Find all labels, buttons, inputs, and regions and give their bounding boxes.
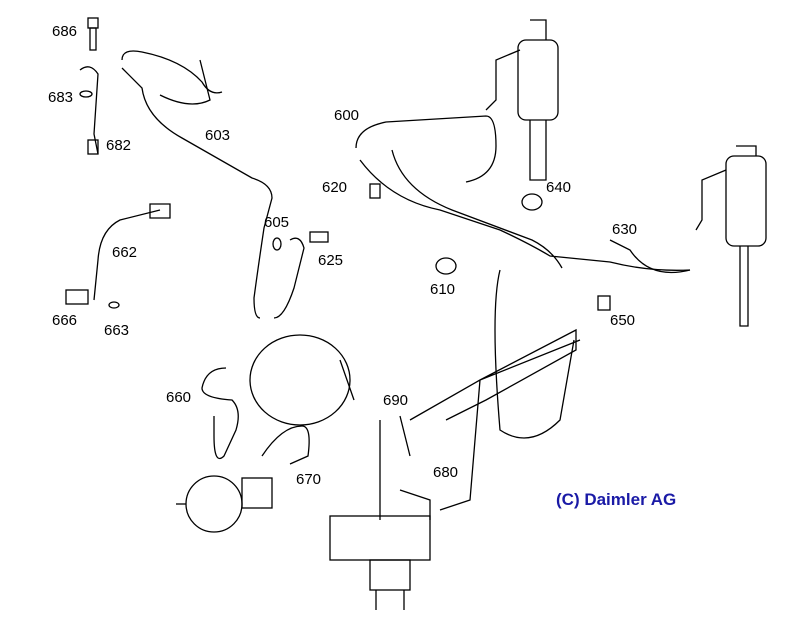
- label-662: 662: [112, 244, 138, 261]
- part-670-line: [261, 425, 310, 465]
- accumulator-small: [176, 475, 273, 533]
- label-663: 663: [104, 322, 130, 339]
- label-640: 640: [546, 179, 572, 196]
- label-666: 666: [52, 312, 78, 329]
- label-683: 683: [48, 89, 74, 106]
- label-625: 625: [318, 252, 344, 269]
- part-683-washer: [79, 90, 93, 98]
- label-680: 680: [433, 464, 459, 481]
- label-620: 620: [322, 179, 348, 196]
- label-610: 610: [430, 281, 456, 298]
- strut-front: [609, 145, 767, 327]
- valve-block: [329, 515, 431, 610]
- label-600: 600: [334, 107, 360, 124]
- label-605: 605: [264, 214, 290, 231]
- part-640-grommet: [521, 193, 543, 211]
- part-600-line: [355, 115, 691, 271]
- part-662-hose: [65, 203, 171, 309]
- label-682: 682: [106, 137, 132, 154]
- part-690-680-lines: [379, 269, 581, 520]
- label-660: 660: [166, 389, 192, 406]
- part-620-fitting: [369, 183, 381, 199]
- label-603: 603: [205, 127, 231, 144]
- label-630: 630: [612, 221, 638, 238]
- label-690: 690: [383, 392, 409, 409]
- part-605-625: [272, 231, 329, 319]
- strut-rear: [485, 19, 559, 181]
- accumulator-large: [249, 334, 355, 426]
- part-660-line: [201, 367, 239, 460]
- part-682-line: [79, 66, 99, 155]
- label-686: 686: [52, 23, 78, 40]
- copyright-text: (C) Daimler AG: [556, 490, 677, 509]
- label-650: 650: [610, 312, 636, 329]
- part-610-grommet: [435, 257, 457, 275]
- part-603-line: [121, 50, 273, 319]
- label-670: 670: [296, 471, 322, 488]
- part-650-fitting: [597, 295, 611, 311]
- part-686-bolt: [87, 17, 99, 51]
